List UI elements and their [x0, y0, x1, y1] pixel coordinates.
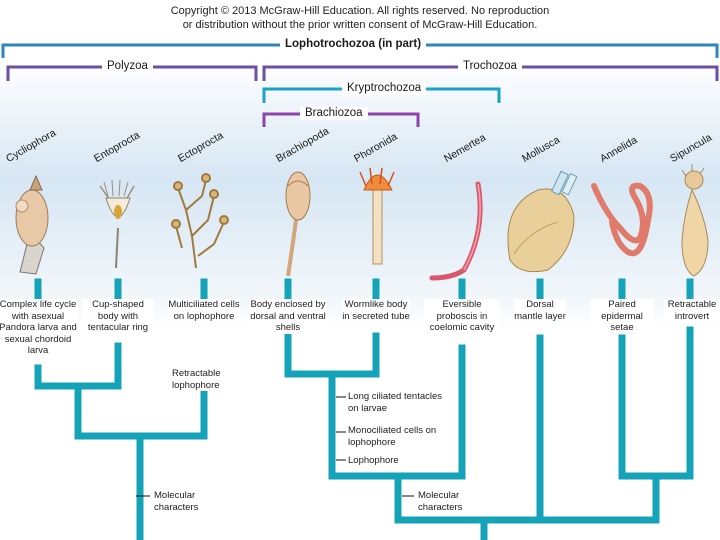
copyright-line-1: Copyright © 2013 McGraw-Hill Education. …	[170, 5, 550, 17]
trait-retractable-lophophore: Retractable lophophore	[172, 368, 236, 391]
polyzoa-label: Polyzoa	[102, 60, 153, 73]
copyright-line-2: or distribution without the prior writte…	[182, 19, 538, 31]
phoronida-illustration	[359, 167, 395, 265]
trait-phoronida: Wormlike body in secreted tube	[342, 299, 410, 322]
trait-brachiopoda: Body enclosed by dorsal and ventral shel…	[250, 299, 326, 334]
trait-monociliated-cells: Monociliated cells on lophophore	[348, 425, 437, 448]
brachiozoa-label: Brachiozoa	[300, 107, 368, 120]
cladogram-tree	[34, 278, 694, 540]
sipuncula-illustration	[681, 164, 709, 277]
trait-lophophore: Lophophore	[348, 455, 399, 466]
nemertea-illustration	[429, 181, 483, 281]
entoprocta-illustration	[99, 179, 135, 269]
brachiopoda-illustration	[285, 171, 311, 277]
cycliophora-illustration	[15, 174, 49, 275]
trait-annelida: Paired epidermal setae	[590, 299, 654, 334]
trait-ectoprocta: Multiciliated cells on lophophore	[168, 299, 240, 322]
annelida-illustration	[591, 182, 653, 257]
trait-molecular-characters-right: Molecular characters	[418, 490, 463, 513]
trait-nemertea: Eversible proboscis in coelomic cavity	[424, 299, 500, 334]
trait-sipuncula: Retractable introvert	[664, 299, 720, 322]
trochozoa-label: Trochozoa	[458, 60, 522, 73]
mollusca-illustration	[507, 170, 578, 273]
kryptrochozoa-label: Kryptrochozoa	[342, 82, 427, 95]
copyright-notice: Copyright © 2013 McGraw-Hill Education. …	[140, 4, 580, 32]
trait-ticks	[136, 396, 414, 497]
trait-cycliophora: Complex life cycle with asexual Pandora …	[0, 299, 78, 357]
ectoprocta-illustration	[171, 173, 229, 269]
trait-mollusca: Dorsal mantle layer	[514, 299, 566, 322]
lophotrochozoa-label: Lophotrochozoa (in part)	[280, 38, 427, 51]
trait-molecular-characters-left: Molecular characters	[154, 490, 199, 513]
trait-entoprocta: Cup-shaped body with tentacular ring	[82, 299, 154, 334]
trait-long-ciliated-tentacles: Long ciliated tentacles on larvae	[348, 391, 443, 414]
